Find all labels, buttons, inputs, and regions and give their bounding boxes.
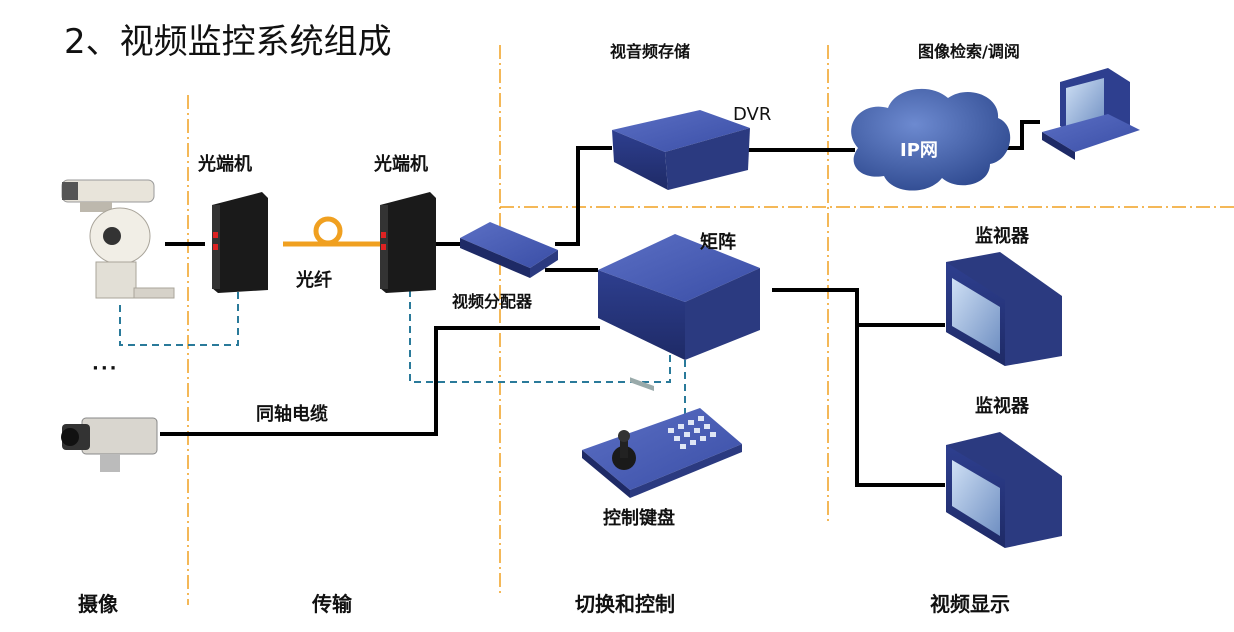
splitter-label: 视频分配器 bbox=[452, 292, 533, 311]
line-matrix-monitor2 bbox=[855, 325, 945, 487]
matrix-icon bbox=[598, 234, 760, 360]
ptz-camera-icon bbox=[61, 179, 175, 299]
control-camera-optical bbox=[119, 290, 239, 346]
monitor-2-label: 监视器 bbox=[975, 396, 1029, 417]
ip-network-label: IP网 bbox=[900, 140, 938, 161]
monitor-2-icon bbox=[946, 432, 1062, 548]
control-optical-matrix bbox=[409, 290, 671, 383]
line-splitter-dvr bbox=[555, 146, 612, 246]
fiber-cable bbox=[283, 216, 380, 247]
control-keyboard-icon bbox=[582, 408, 742, 498]
category-transmission: 传输 bbox=[312, 592, 352, 616]
zone-dividers bbox=[187, 45, 1234, 605]
video-splitter-icon bbox=[460, 222, 558, 278]
page-title: 2、视频监控系统组成 bbox=[64, 22, 392, 62]
category-switching: 切换和控制 bbox=[575, 592, 675, 616]
fiber-label: 光纤 bbox=[296, 270, 332, 291]
optical-transceiver-2-icon bbox=[380, 192, 436, 293]
ip-network-cloud-icon bbox=[851, 88, 1011, 191]
coax-label: 同轴电缆 bbox=[256, 404, 328, 425]
keyboard-label: 控制键盘 bbox=[603, 508, 675, 529]
zone-storage-label: 视音频存储 bbox=[610, 42, 691, 61]
matrix-label: 矩阵 bbox=[700, 232, 736, 253]
monitor-1-label: 监视器 bbox=[975, 226, 1029, 247]
control-lines bbox=[119, 290, 686, 420]
line-matrix-monitor1 bbox=[772, 288, 945, 327]
zone-retrieval-label: 图像检索/调阅 bbox=[918, 42, 1020, 61]
optical-transceiver-1-label: 光端机 bbox=[198, 154, 252, 175]
category-display: 视频显示 bbox=[930, 592, 1010, 616]
monitor-1-icon bbox=[946, 252, 1062, 366]
more-cameras-ellipsis: ··· bbox=[92, 358, 119, 379]
computer-icon bbox=[1042, 68, 1140, 160]
dvr-icon bbox=[612, 110, 750, 392]
optical-transceiver-2-label: 光端机 bbox=[374, 154, 428, 175]
category-capture: 摄像 bbox=[78, 592, 118, 616]
optical-transceiver-1-icon bbox=[212, 192, 268, 293]
box-camera-icon bbox=[61, 417, 158, 472]
dvr-label: DVR bbox=[733, 104, 772, 125]
line-coax bbox=[160, 326, 600, 436]
line-ip-computer bbox=[1000, 120, 1040, 150]
